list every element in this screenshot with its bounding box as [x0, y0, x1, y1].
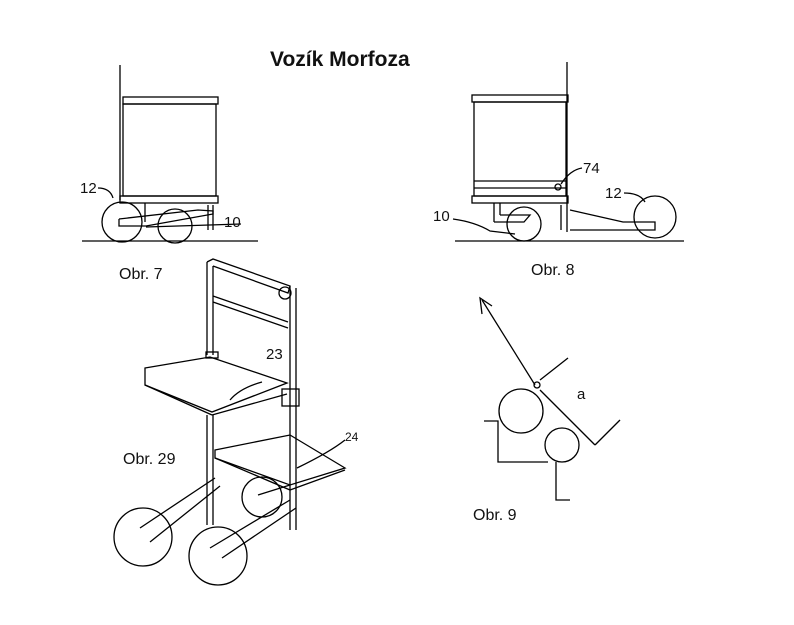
- fig8-drawing: [452, 62, 684, 242]
- fig7-drawing: [82, 65, 258, 244]
- fig7-caption: Obr. 7: [119, 266, 163, 283]
- fig8-label-74: 74: [583, 160, 600, 177]
- fig8-label-12: 12: [605, 185, 622, 202]
- fig29-drawing: [113, 258, 347, 586]
- fig8-label-10: 10: [433, 208, 450, 225]
- fig9-label-a: a: [577, 386, 586, 403]
- fig29-caption: Obr. 29: [123, 451, 176, 468]
- fig29-label-24: 24: [345, 430, 359, 444]
- fig7-label-10: 10: [224, 214, 241, 231]
- fig9-drawing: [479, 296, 621, 501]
- fig7-label-12: 12: [80, 180, 97, 197]
- fig8-caption: Obr. 8: [531, 262, 575, 279]
- fig29-label-23: 23: [266, 346, 283, 363]
- fig9-caption: Obr. 9: [473, 507, 517, 524]
- drawing-title: Vozík Morfoza: [270, 48, 410, 71]
